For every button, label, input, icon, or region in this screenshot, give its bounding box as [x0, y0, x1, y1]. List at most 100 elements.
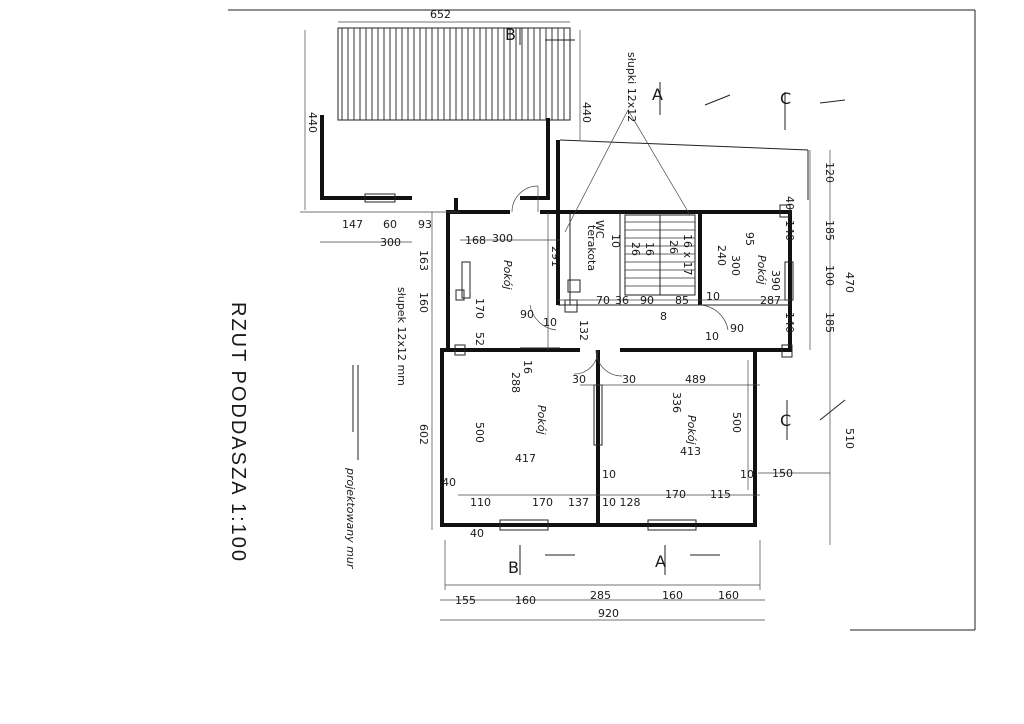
dim-240: 240	[715, 245, 728, 266]
dim-150: 150	[772, 467, 793, 480]
section-b-bottom: B	[508, 558, 519, 577]
dim-stair-4: 26	[667, 240, 680, 254]
dim-40c: 40	[783, 196, 796, 210]
dim-185a: 185	[823, 220, 836, 241]
doors	[511, 185, 729, 377]
dim-85: 85	[675, 294, 689, 307]
tiles-note: terakota	[585, 225, 598, 271]
dim-10128: 10 128	[602, 496, 641, 509]
dim-336: 336	[670, 392, 683, 413]
dim-132: 132	[577, 320, 590, 341]
dim-160d: 160	[718, 589, 739, 602]
dim-60: 60	[383, 218, 397, 231]
dim-160c: 160	[662, 589, 683, 602]
post-note-left: słupek 12x12 mm	[395, 287, 408, 386]
dim-10e: 10	[740, 468, 754, 481]
dim-470: 470	[843, 272, 856, 293]
dim-170b: 170	[532, 496, 553, 509]
dim-155: 155	[455, 594, 476, 607]
dim-30b: 30	[622, 373, 636, 386]
dim-30a: 30	[572, 373, 586, 386]
dim-160b: 160	[515, 594, 536, 607]
dim-140a: 140	[783, 220, 796, 241]
section-c-right: C	[780, 411, 791, 430]
dimension-texts: 652 440 440 147 60 93 300 168 300 291 16…	[306, 8, 856, 620]
dim-300c: 300	[729, 255, 742, 276]
dim-120: 120	[823, 162, 836, 183]
dim-160: 160	[417, 292, 430, 313]
dim-16: 16	[521, 360, 534, 374]
dim-10b: 10	[706, 290, 720, 303]
section-markers	[519, 28, 846, 575]
dim-115: 115	[710, 488, 731, 501]
room-label-bottom-right: Pokój	[685, 415, 698, 445]
dim-168: 168	[465, 234, 486, 247]
dim-70: 70	[596, 294, 610, 307]
dim-285: 285	[590, 589, 611, 602]
section-a-top: A	[652, 85, 663, 104]
legend-wall-symbol	[352, 365, 359, 460]
dim-right-balcony: 440	[580, 102, 593, 123]
dim-920: 920	[598, 607, 619, 620]
dim-489: 489	[685, 373, 706, 386]
sheet-border	[228, 9, 976, 631]
dim-185b: 185	[823, 312, 836, 333]
dim-110: 110	[470, 496, 491, 509]
posts-note: słupki 12x12	[625, 52, 638, 122]
balcony-hatched	[337, 27, 571, 121]
post-leader-lines	[564, 109, 691, 233]
dim-413: 413	[680, 445, 701, 458]
dim-stair-2: 26	[629, 242, 642, 256]
plan-title: RZUT PODDASZA 1:100	[227, 302, 249, 563]
dim-8: 8	[660, 310, 667, 323]
dim-90a: 90	[520, 308, 534, 321]
dim-stair-3: 16 x 17	[681, 234, 694, 276]
dimension-lines	[300, 21, 831, 621]
dim-602: 602	[417, 424, 430, 445]
dim-stair-1: 16	[643, 242, 656, 256]
legend-label: projektowany mur	[344, 467, 357, 570]
dim-90b: 90	[640, 294, 654, 307]
section-c-top: C	[780, 89, 791, 108]
dim-500b: 500	[730, 412, 743, 433]
dim-36: 36	[615, 294, 629, 307]
dim-300b: 300	[492, 232, 513, 245]
dim-291: 291	[549, 246, 562, 267]
dim-417: 417	[515, 452, 536, 465]
dim-95: 95	[743, 232, 756, 246]
dim-10d: 10	[602, 468, 616, 481]
room-label-bottom-left: Pokój	[535, 405, 548, 435]
dim-170c: 170	[665, 488, 686, 501]
dim-140b: 140	[783, 312, 796, 333]
windows	[364, 193, 794, 531]
section-b-top: B	[505, 25, 516, 44]
dim-93: 93	[418, 218, 432, 231]
dim-100: 100	[823, 265, 836, 286]
dim-137: 137	[568, 496, 589, 509]
dim-500a: 500	[473, 422, 486, 443]
dim-90c: 90	[730, 322, 744, 335]
dim-287: 287	[760, 294, 781, 307]
dim-10c: 10	[705, 330, 719, 343]
dim-288: 288	[509, 372, 522, 393]
dim-163: 163	[417, 250, 430, 271]
wc-label: WC	[593, 220, 606, 239]
exterior-walls	[320, 115, 809, 527]
dim-510: 510	[843, 428, 856, 449]
dim-10a: 10	[543, 316, 557, 329]
dim-40b: 40	[470, 527, 484, 540]
interior-walls	[448, 204, 793, 525]
dim-40a: 40	[442, 476, 456, 489]
dim-390: 390	[769, 270, 782, 291]
staircase	[624, 214, 696, 296]
dim-top-width: 652	[430, 8, 451, 21]
dim-52: 52	[473, 332, 486, 346]
dim-170a: 170	[473, 298, 486, 319]
section-a-bottom: A	[655, 552, 666, 571]
dim-300a: 300	[380, 236, 401, 249]
dim-147: 147	[342, 218, 363, 231]
dim-stair-5: 10	[609, 234, 622, 248]
room-label-top-right: Pokój	[755, 255, 768, 285]
dim-left-balcony: 440	[306, 112, 319, 133]
